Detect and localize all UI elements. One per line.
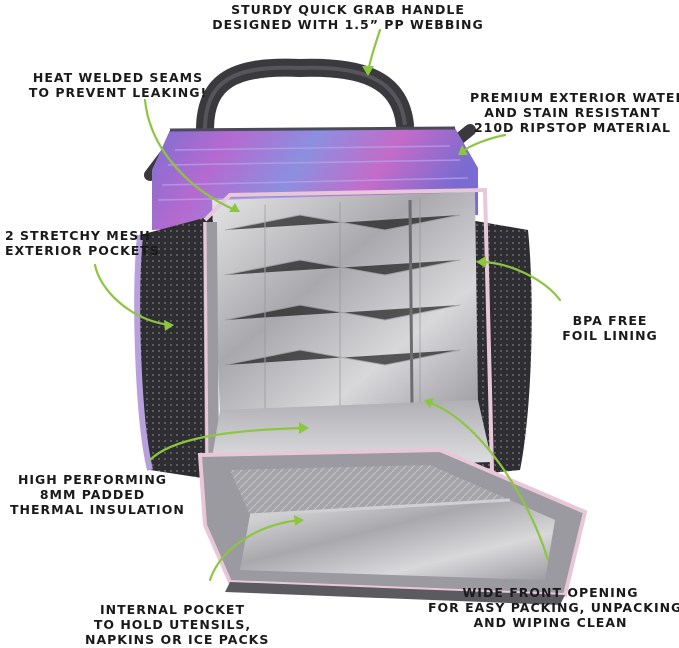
flap-mesh-pocket [230,465,510,515]
arrow-seams [143,98,237,212]
callout-seams-line-2: TO PREVENT LEAKING! [28,85,208,100]
callout-opening-line-1: WIDE FRONT OPENING [462,585,639,600]
arrow-heads [164,66,486,526]
callout-handle: STURDY QUICK GRAB HANDLE DESIGNED WITH 1… [198,2,498,32]
callout-exterior-line-3: 210D RIPSTOP MATERIAL [473,120,672,135]
arrow-insulation [148,426,307,462]
callout-insulation: HIGH PERFORMING 8MM PADDED THERMAL INSUL… [10,472,185,517]
callout-lining-line-2: FOIL LINING [562,328,658,343]
callout-mesh: 2 STRETCHY MESH EXTERIOR POCKETS [5,228,160,258]
callout-handle-line-1: STURDY QUICK GRAB HANDLE [231,2,465,17]
callout-exterior: PREMIUM EXTERIOR WATER AND STAIN RESISTA… [470,90,679,135]
callout-handle-line-2: DESIGNED WITH 1.5” PP WEBBING [212,17,484,32]
arrow-handle [366,28,382,74]
callout-opening: WIDE FRONT OPENING FOR EASY PACKING, UNP… [428,585,679,630]
callout-opening-line-3: AND WIPING CLEAN [473,615,628,630]
callout-pocket-line-1: INTERNAL POCKET [100,602,245,617]
arrow-lining [478,260,562,302]
callout-seams: HEAT WELDED SEAMS TO PREVENT LEAKING! [18,70,218,100]
callout-insulation-line-1: HIGH PERFORMING [17,472,168,487]
callout-lining-line-1: BPA FREE [572,313,648,328]
callout-seams-line-1: HEAT WELDED SEAMS [32,70,204,85]
arrow-opening [426,400,550,562]
callout-mesh-line-2: EXTERIOR POCKETS [5,243,160,258]
callout-exterior-line-2: AND STAIN RESISTANT [484,105,661,120]
callout-insulation-line-3: THERMAL INSULATION [10,502,185,517]
callout-lining: BPA FREE FOIL LINING [555,313,665,343]
callout-pocket: INTERNAL POCKET TO HOLD UTENSILS, NAPKIN… [85,602,270,647]
arrow-pocket [208,518,302,582]
callout-opening-line-2: FOR EASY PACKING, UNPACKING [428,600,679,615]
callout-exterior-line-1: PREMIUM EXTERIOR WATER [470,90,679,105]
callout-pocket-line-2: TO HOLD UTENSILS, [93,617,252,632]
callout-insulation-line-2: 8MM PADDED [39,487,146,502]
callout-arrows [93,28,562,582]
left-mesh-pocket [137,215,215,480]
arrow-mesh [93,263,172,327]
callout-pocket-line-3: NAPKINS OR ICE PACKS [85,632,270,647]
callout-mesh-line-1: 2 STRETCHY MESH [5,228,151,243]
